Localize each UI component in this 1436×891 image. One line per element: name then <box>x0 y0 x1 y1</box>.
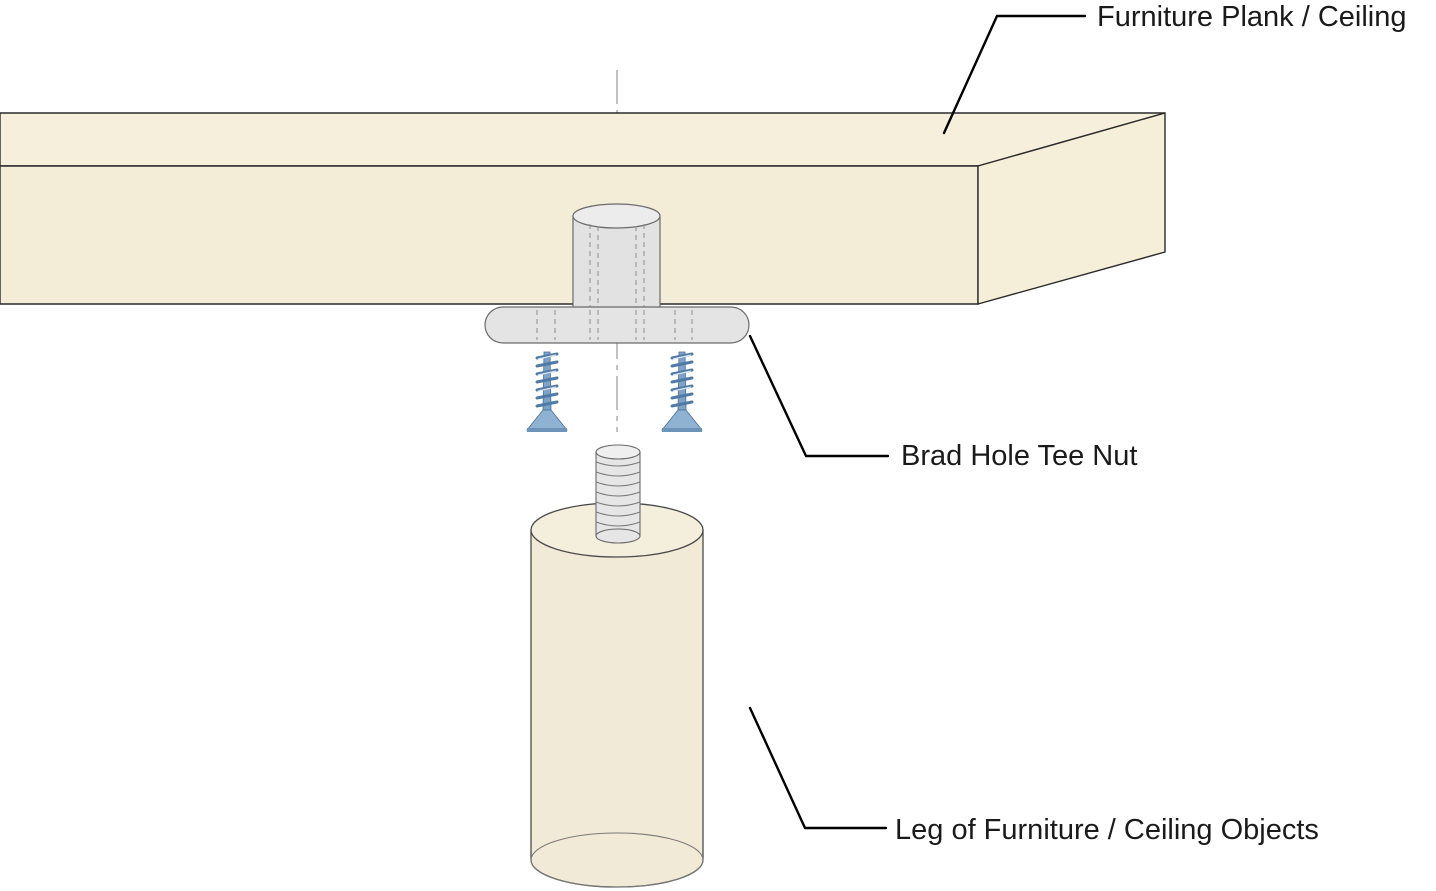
leg-label: Leg of Furniture / Ceiling Objects <box>895 814 1319 846</box>
plank-top-face <box>0 112 1166 167</box>
tee-nut-flange <box>484 306 750 344</box>
furniture-leg <box>530 502 704 888</box>
plank-side-face <box>977 112 1166 305</box>
tee-nut-leader-line <box>748 334 890 458</box>
leg-bottom-hidden-edge <box>530 832 704 888</box>
flat-head-wood-screw-icon <box>661 351 703 432</box>
tee-nut <box>484 203 750 344</box>
plank-front-face <box>0 165 979 305</box>
furniture-plank <box>0 112 1166 305</box>
leg-leader-line <box>748 706 888 830</box>
flat-head-wood-screw-icon <box>526 351 568 432</box>
tee-nut-label: Brad Hole Tee Nut <box>901 440 1137 472</box>
threaded-bolt-icon <box>595 444 641 544</box>
plank-leader-line <box>942 14 1087 135</box>
plank-label: Furniture Plank / Ceiling <box>1097 1 1406 33</box>
tee-nut-barrel <box>572 203 661 311</box>
